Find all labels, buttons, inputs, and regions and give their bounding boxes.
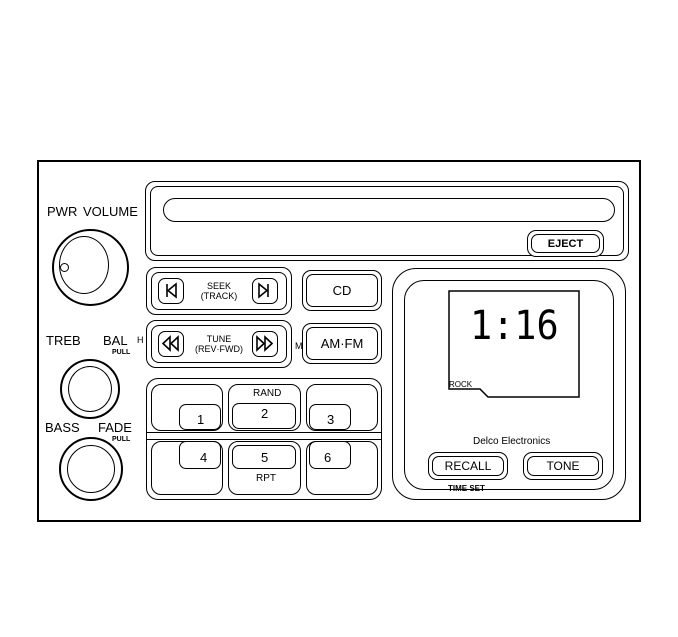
tune-frame: [151, 325, 287, 363]
preset-5-button[interactable]: 5 RPT: [228, 441, 301, 495]
pwr-label: PWR: [47, 204, 78, 219]
preset-1-inset: [179, 404, 221, 430]
bass-knob-inner: [67, 445, 115, 493]
preset-2-label: 2: [261, 406, 269, 421]
cd-slot[interactable]: [163, 198, 615, 222]
preset-3-button[interactable]: 3: [306, 384, 378, 431]
preset-3-inset: [309, 404, 351, 430]
preset-4-label: 4: [200, 450, 208, 465]
treb-label: TREB: [46, 333, 81, 348]
tune-fwd-button[interactable]: [252, 331, 278, 357]
seek-button-group: SEEK (TRACK): [146, 267, 292, 315]
preset-5-label: 5: [261, 450, 269, 465]
eject-label: EJECT: [531, 234, 600, 253]
seek-label-line1: SEEK: [206, 280, 231, 291]
bal-label: BAL: [103, 333, 128, 348]
volume-knob[interactable]: [52, 229, 129, 306]
recall-button[interactable]: RECALL: [428, 452, 508, 480]
clock-time: 1:16: [470, 303, 559, 349]
preset-4-button[interactable]: 4: [151, 441, 223, 495]
preset-1-label: 1: [197, 412, 205, 427]
skip-back-icon: [166, 282, 177, 299]
seek-label: SEEK (TRACK): [191, 278, 247, 304]
eject-button[interactable]: EJECT: [527, 230, 604, 257]
am-fm-label: AM·FM: [306, 327, 378, 360]
seek-forward-button[interactable]: [252, 278, 278, 304]
rand-label: RAND: [253, 388, 282, 399]
display-panel: [392, 268, 626, 500]
volume-knob-indicator: [60, 263, 69, 272]
preset-2-button[interactable]: RAND 2: [228, 384, 301, 431]
tone-label: TONE: [527, 456, 599, 476]
tune-button-group: TUNE (REV·FWD): [146, 320, 292, 368]
tone-button[interactable]: TONE: [523, 452, 603, 480]
treble-knob-inner: [68, 366, 112, 412]
tune-label-line1: TUNE: [206, 333, 232, 344]
brand-label: Delco Electronics: [473, 436, 551, 447]
seek-frame: [151, 272, 287, 310]
treble-balance-knob[interactable]: [60, 359, 120, 419]
radio-faceplate: [37, 160, 641, 522]
seek-label-line2: (TRACK): [200, 291, 238, 301]
preset-3-label: 3: [327, 412, 335, 427]
preset-6-inset: [309, 441, 351, 469]
fade-label: FADE: [98, 420, 132, 435]
preset-divider: [146, 432, 382, 440]
preset-5-inset: [232, 445, 296, 469]
fast-forward-icon: [256, 335, 274, 352]
skip-forward-icon: [258, 282, 269, 299]
fade-pull-label: PULL: [112, 436, 131, 443]
m-mark: M: [295, 341, 303, 351]
tune-rev-button[interactable]: [158, 331, 184, 357]
volume-knob-inner: [59, 236, 109, 294]
volume-label: VOLUME: [83, 204, 138, 219]
preset-1-button[interactable]: 1: [151, 384, 223, 431]
tune-label: TUNE (REV·FWD): [187, 331, 251, 357]
display-bezel: [404, 280, 614, 490]
bal-pull-label: PULL: [112, 349, 131, 356]
preset-4-inset: [179, 441, 221, 469]
bass-label: BASS: [45, 420, 80, 435]
rpt-label: RPT: [256, 473, 276, 484]
bass-fade-knob[interactable]: [59, 437, 123, 501]
cd-label: CD: [306, 274, 378, 307]
recall-label: RECALL: [432, 456, 504, 476]
preset-6-button[interactable]: 6: [306, 441, 378, 495]
cd-slot-bezel: [150, 186, 624, 256]
cd-button[interactable]: CD: [302, 270, 382, 311]
tune-label-line2: (REV·FWD): [195, 344, 243, 354]
lcd-screen: [448, 290, 580, 398]
seek-back-button[interactable]: [158, 278, 184, 304]
cd-slot-panel: [145, 181, 629, 261]
am-fm-button[interactable]: AM·FM: [302, 323, 382, 364]
h-mark: H: [137, 335, 144, 345]
preset-2-inset: [232, 403, 296, 429]
rewind-icon: [161, 335, 179, 352]
rock-label: ROCK: [449, 380, 473, 389]
time-set-label: TIME SET: [448, 484, 485, 493]
preset-6-label: 6: [324, 450, 332, 465]
